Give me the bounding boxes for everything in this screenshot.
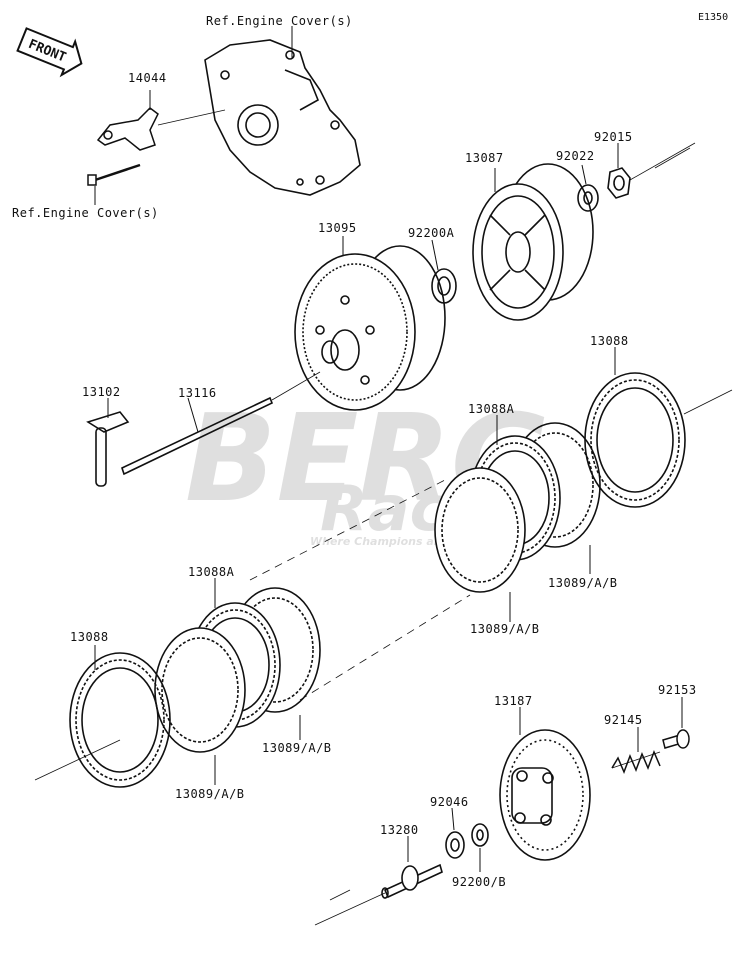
pressure-plate-13187 bbox=[499, 729, 591, 861]
label-92022: 92022 bbox=[556, 149, 595, 163]
friction-plate-13088-left bbox=[69, 652, 171, 788]
label-13280: 13280 bbox=[380, 823, 419, 837]
label-13095: 13095 bbox=[318, 221, 357, 235]
spring-92145 bbox=[611, 749, 661, 775]
label-13089-mid: 13089/A/B bbox=[262, 741, 332, 755]
lower-plate-stack bbox=[154, 587, 321, 753]
diagram-code: E1350 bbox=[698, 12, 728, 23]
engine-cover bbox=[204, 39, 361, 196]
ref-engine-cover-top: Ref.Engine Cover(s) bbox=[206, 14, 353, 28]
label-92145: 92145 bbox=[604, 713, 643, 727]
label-13088-left: 13088 bbox=[70, 630, 109, 644]
label-13088-top: 13088 bbox=[590, 334, 629, 348]
label-13089-left: 13089/A/B bbox=[175, 787, 245, 801]
label-13116: 13116 bbox=[178, 386, 217, 400]
bolt-92153 bbox=[662, 729, 690, 749]
push-rod-13116 bbox=[121, 396, 274, 476]
label-92046: 92046 bbox=[430, 795, 469, 809]
label-13087: 13087 bbox=[465, 151, 504, 165]
label-14044: 14044 bbox=[128, 71, 167, 85]
ref-engine-cover-bottom: Ref.Engine Cover(s) bbox=[12, 206, 159, 220]
front-arrow: FRONT bbox=[16, 27, 83, 78]
washer-92022 bbox=[577, 184, 599, 212]
washer-92200b bbox=[471, 823, 489, 847]
label-13088a-top: 13088A bbox=[468, 402, 515, 416]
bracket-14044 bbox=[87, 107, 159, 186]
clutch-housing-13087 bbox=[472, 163, 594, 321]
nut-92015 bbox=[607, 167, 631, 199]
bearing-92046 bbox=[445, 831, 465, 859]
label-92153: 92153 bbox=[658, 683, 697, 697]
upper-plate-stack bbox=[434, 422, 601, 593]
clutch-hub-13095 bbox=[294, 245, 446, 411]
label-92200b: 92200/B bbox=[452, 875, 506, 889]
label-13089-right2: 13089/A/B bbox=[470, 622, 540, 636]
label-13187: 13187 bbox=[494, 694, 533, 708]
label-13089-right1: 13089/A/B bbox=[548, 576, 618, 590]
lever-13102 bbox=[86, 411, 130, 487]
label-92200a: 92200A bbox=[408, 226, 455, 240]
pusher-13280 bbox=[381, 863, 443, 899]
label-92015: 92015 bbox=[594, 130, 633, 144]
label-13102: 13102 bbox=[82, 385, 121, 399]
label-13088a-mid: 13088A bbox=[188, 565, 235, 579]
